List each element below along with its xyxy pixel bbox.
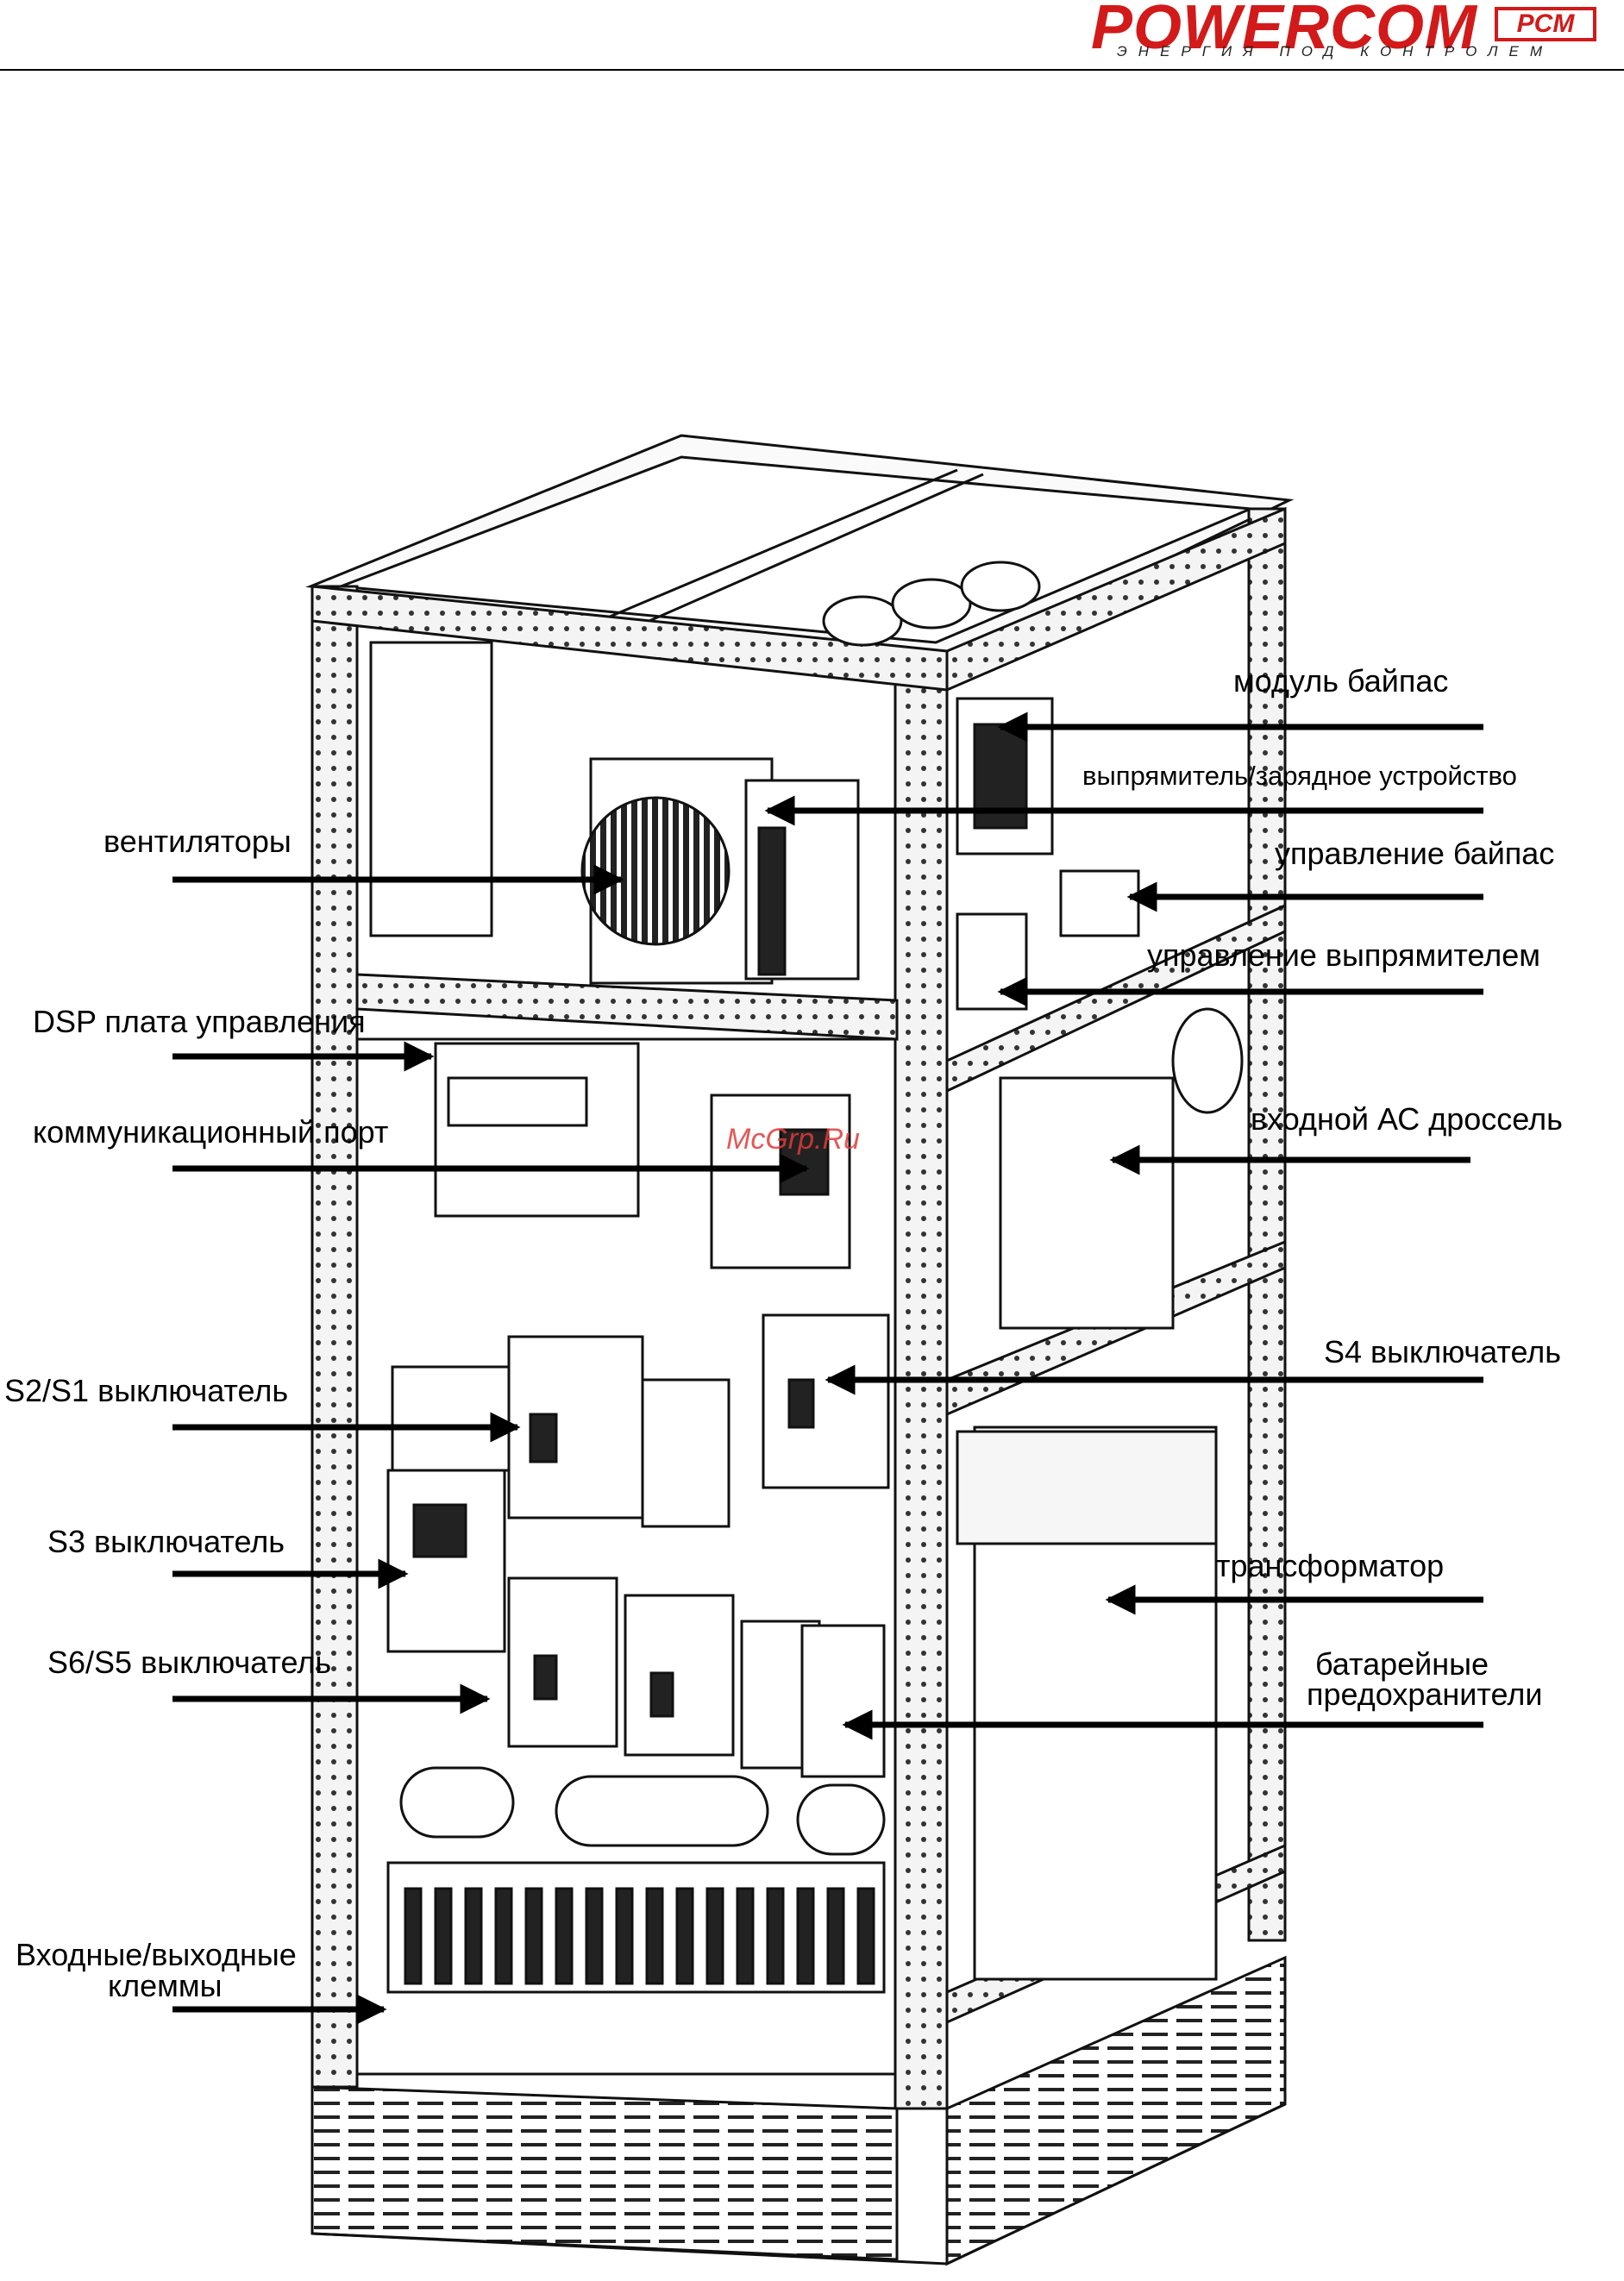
label-io-terminals-line1: Входные/выходные <box>16 1937 297 1972</box>
logo-wordmark: POWERCOM <box>1091 0 1477 62</box>
logo-tagline: ЭНЕРГИЯ ПОД КОНТРОЛЕМ <box>1117 43 1553 60</box>
label-input-ac-choke: входной АС дроссель <box>1251 1101 1563 1137</box>
label-transformer: трансформатор <box>1216 1548 1445 1583</box>
label-comm-port: коммуникационный порт <box>33 1114 389 1150</box>
watermark: McGrp.Ru <box>726 1123 860 1156</box>
label-rectifier-charger: выпрямитель/зарядное устройство <box>1082 761 1517 791</box>
powercom-logo: POWERCOM PCM ЭНЕРГИЯ ПОД КОНТРОЛЕМ <box>1091 0 1613 65</box>
label-battery-fuses-line1: батарейные <box>1315 1646 1489 1682</box>
label-io-terminals-line2: клеммы <box>108 1968 223 2003</box>
label-fans: вентиляторы <box>103 824 292 859</box>
header-rule <box>0 69 1624 71</box>
logo-badge: PCM <box>1495 7 1596 41</box>
label-rectifier-control: управление выпрямителем <box>1147 937 1541 973</box>
label-dsp-board: DSP плата управления <box>33 1004 366 1039</box>
terminal-block <box>386 1766 886 1994</box>
label-battery-fuses-line2: предохранители <box>1307 1676 1543 1712</box>
label-bypass-module: модуль байпас <box>1233 663 1449 699</box>
middle-bay-components <box>386 1042 1218 1981</box>
label-bypass-control: управление байпас <box>1275 836 1555 871</box>
label-s4-switch: S4 выключатель <box>1324 1334 1562 1369</box>
callout-arrows <box>172 711 1483 2025</box>
label-s2-s1-switch: S2/S1 выключатель <box>4 1373 289 1408</box>
label-s3-switch: S3 выключатель <box>47 1524 285 1559</box>
label-s6-s5-switch: S6/S5 выключатель <box>47 1645 332 1680</box>
